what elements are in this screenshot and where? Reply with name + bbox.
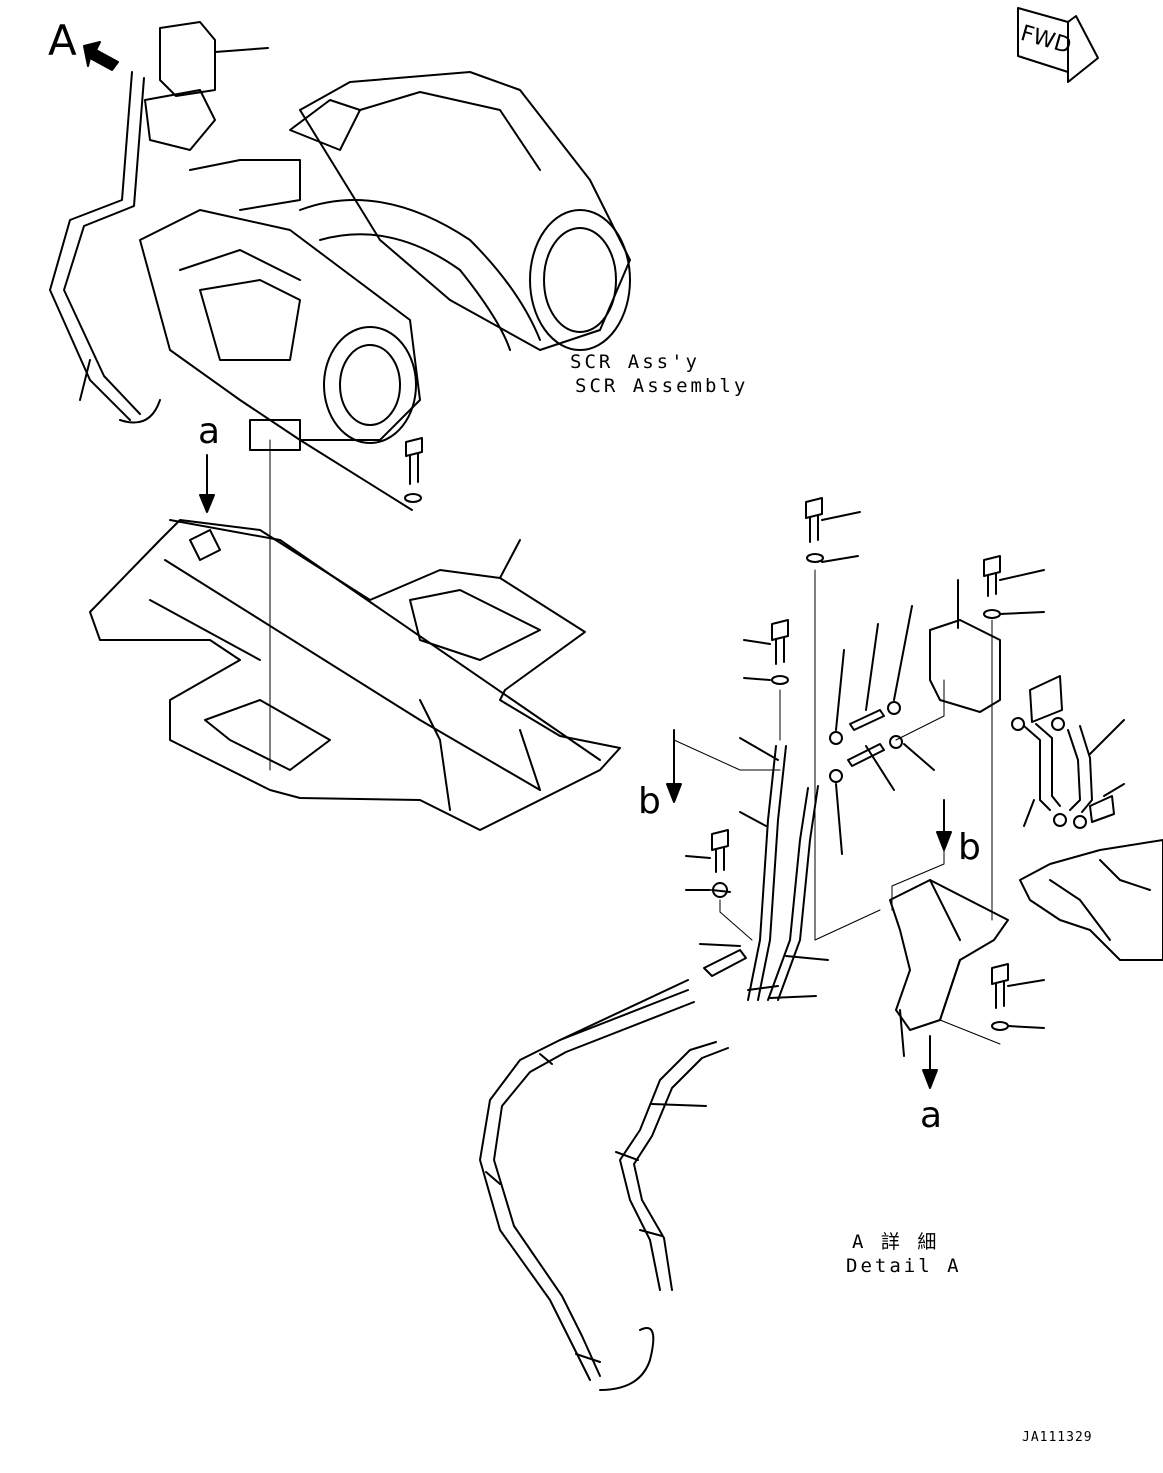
fwd-arrow-icon xyxy=(1017,7,1099,83)
scr-assembly xyxy=(49,21,631,451)
detail-a-en-caption: Detail A xyxy=(846,1255,962,1277)
drawing-number: JA111329 xyxy=(1022,1430,1093,1445)
arrow-a-top xyxy=(199,454,215,513)
arrow-b-right-label: b xyxy=(958,827,981,868)
arrow-a-bottom-label: a xyxy=(920,1095,943,1136)
arrow-a-top-label: a xyxy=(198,411,221,452)
arrow-b-left xyxy=(666,729,781,803)
view-a-arrow-icon xyxy=(83,41,119,71)
arrow-b-right xyxy=(891,799,952,911)
hose-lower xyxy=(479,979,729,1391)
view-a-label: A xyxy=(48,16,77,65)
arrow-a-bottom xyxy=(922,1035,938,1089)
arrow-b-left-label: b xyxy=(638,781,661,822)
fwd-label: FWD xyxy=(1018,21,1074,59)
bolt xyxy=(299,437,423,511)
scr-assembly-jp-caption: SCR Ass'y xyxy=(570,351,700,373)
detail-a-jp-caption: A 詳 細 xyxy=(852,1231,940,1253)
scr-assembly-en-caption: SCR Assembly xyxy=(575,375,749,397)
detail-a-parts xyxy=(685,497,1163,1057)
mounting-frame xyxy=(89,519,621,831)
